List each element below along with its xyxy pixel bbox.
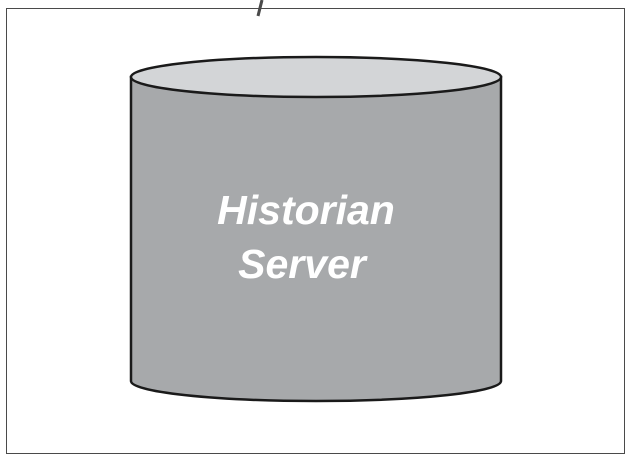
node-label-line-2: Server: [238, 241, 368, 287]
node-label-line-1: Historian: [217, 187, 395, 233]
cylinder-top: [129, 55, 503, 99]
cylinder-body: [129, 75, 503, 403]
historian-server-cylinder: Historian Server: [129, 55, 503, 403]
connector-stub: [256, 0, 264, 17]
